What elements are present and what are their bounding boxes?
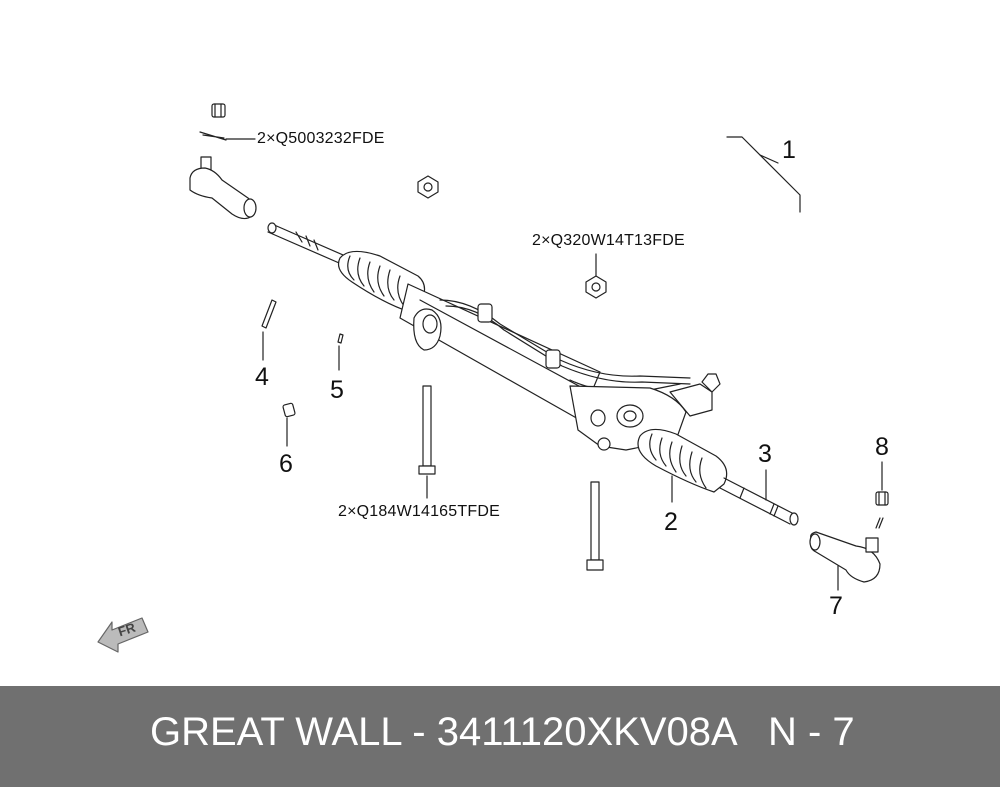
- cotter-pin-top: [199, 131, 227, 141]
- long-bolt-left: [418, 385, 436, 475]
- right-inner-tie-rod: [719, 477, 799, 526]
- callout-2: 2: [664, 508, 678, 536]
- footer-bar: GREAT WALL - 3411120XKV08A N - 7: [0, 686, 1000, 787]
- cotter-pin-right: [875, 517, 884, 529]
- right-castle-nut: [875, 491, 889, 506]
- part-code-middle: 2×Q320W14T13FDE: [532, 232, 685, 249]
- left-inner-tie-rod: [267, 222, 351, 267]
- callout-8: 8: [875, 433, 889, 461]
- callout-5: 5: [330, 376, 344, 404]
- part-6-fitting: [282, 402, 296, 418]
- top-castle-nut: [211, 103, 226, 118]
- part-4-pin: [261, 299, 277, 329]
- steering-rack-exploded-diagram: 1 2 3 4 5 6 7 8 2×Q5003232FDE 2×Q320W14T…: [97, 103, 889, 653]
- valve-body: [569, 373, 721, 451]
- part-code-bottom: 2×Q184W14165TFDE: [338, 503, 500, 520]
- footer-page-number: N - 7: [768, 710, 855, 754]
- middle-flange-nut: [585, 275, 607, 299]
- callout-6: 6: [279, 450, 293, 478]
- long-bolt-right: [586, 481, 604, 571]
- fr-direction-arrow: [97, 617, 149, 653]
- footer-brand-part: GREAT WALL - 3411120XKV08A: [150, 710, 738, 754]
- diagram-drawing: [97, 103, 889, 653]
- callout-4: 4: [255, 363, 269, 391]
- callout-1: 1: [782, 136, 796, 164]
- callout-7: 7: [829, 592, 843, 620]
- callout-1-bracket: [726, 136, 801, 213]
- rack-housing: [399, 283, 601, 421]
- center-flange-nut: [417, 175, 439, 199]
- callout-3: 3: [758, 440, 772, 468]
- part-code-top: 2×Q5003232FDE: [257, 130, 385, 147]
- right-boot: [637, 428, 728, 493]
- right-tie-rod-end: [809, 531, 881, 583]
- left-tie-rod-end: [189, 156, 257, 220]
- part-5-pin: [337, 333, 344, 344]
